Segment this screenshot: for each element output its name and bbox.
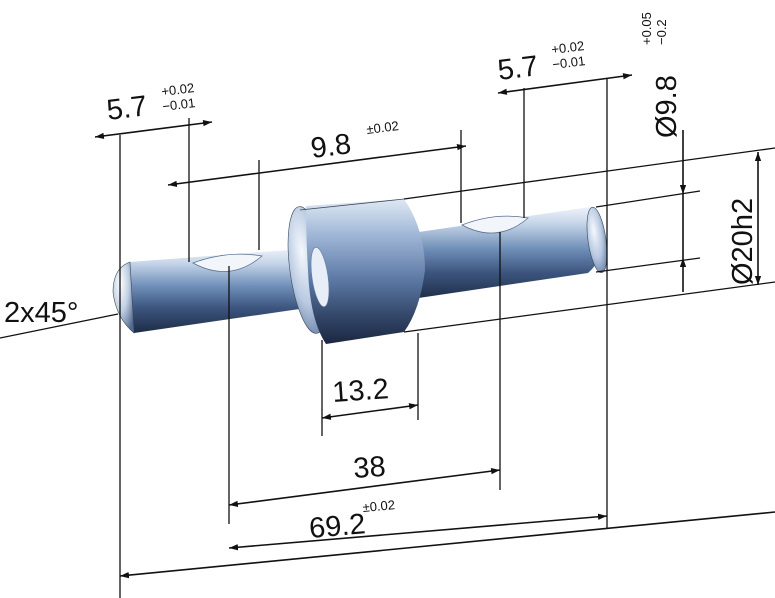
groove-spacing-nominal: 9.8 [309, 128, 353, 165]
groove-to-groove-label: 38 [352, 451, 386, 485]
collar-top-edge [299, 198, 405, 211]
collar-length-label: 13.2 [331, 373, 390, 409]
groove-left-nominal: 5.7 [105, 90, 149, 127]
dim-line-groove-left [94, 120, 213, 139]
left-groove [192, 253, 263, 272]
shaft-body [112, 198, 608, 344]
labels: 5.7 +0.02 −0.01 9.8 ±0.02 5.7 +0.02 −0.0… [4, 12, 759, 545]
groove-right-lower-tol: −0.01 [552, 53, 586, 72]
right-shaft [405, 207, 605, 300]
dim-line-collar-length [321, 403, 419, 420]
left-shaft-tip [112, 261, 135, 334]
overall-length-nominal: 69.2 [308, 508, 367, 545]
dim-line-groove-right [497, 73, 633, 95]
dim-line-groove-spacing [167, 144, 467, 187]
groove-left-upper-tol: +0.02 [161, 80, 195, 99]
dim-line-38 [228, 468, 501, 507]
chamfer-label: 2x45° [4, 297, 78, 329]
collar-diameter-nominal: Ø20h2 [727, 198, 759, 285]
small-diameter-upper-tol: +0.05 [639, 12, 654, 45]
right-groove [461, 215, 529, 234]
collar [306, 199, 425, 344]
groove-right-upper-tol: +0.02 [551, 38, 585, 57]
small-diameter-nominal: Ø9.8 [651, 75, 683, 138]
fillet-ring [310, 246, 330, 308]
dim-line-overall [228, 513, 608, 551]
dim-line-full-length [119, 511, 775, 579]
dimension-lines [94, 73, 775, 579]
small-diameter-lower-tol: −0.2 [654, 19, 669, 45]
groove-right-nominal: 5.7 [496, 50, 540, 87]
groove-left-lower-tol: −0.01 [162, 95, 196, 114]
overall-length-tol: ±0.02 [362, 497, 396, 515]
left-shaft [130, 248, 320, 333]
groove-spacing-tol: ±0.02 [366, 118, 400, 137]
right-shaft-end-face [586, 206, 608, 274]
